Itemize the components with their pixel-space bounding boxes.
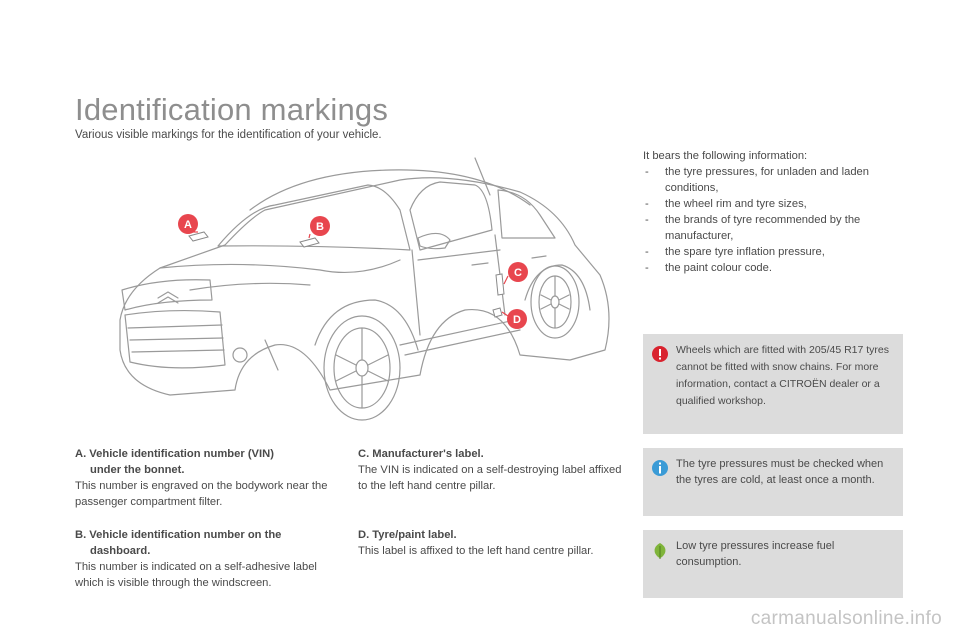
label-plate-b xyxy=(299,237,320,248)
marker-d: D xyxy=(507,309,527,329)
label-plate-a xyxy=(188,231,209,242)
page-title: Identification markings xyxy=(75,92,389,127)
watermark: carmanualsonline.info xyxy=(750,608,942,629)
info-intro: It bears the following information: xyxy=(643,150,808,162)
car-illustration: A B C D xyxy=(100,150,620,440)
eco-note: Low tyre pressures increase fuel consump… xyxy=(643,530,903,598)
info-text: The tyre pressures must be checked when … xyxy=(676,458,884,486)
svg-text:A: A xyxy=(184,219,192,231)
warning-icon xyxy=(652,346,668,362)
section-b-body: This number is indicated on a self-adhes… xyxy=(75,561,317,589)
label-plate-c xyxy=(495,273,505,296)
warning-note: Wheels which are fitted with 205/45 R17 … xyxy=(643,334,903,434)
section-a-heading: A. Vehicle identification number (VIN) u… xyxy=(75,448,274,476)
list-item: the wheel rim and tyre sizes, xyxy=(643,196,905,212)
marker-c: C xyxy=(508,262,528,282)
list-item: the paint colour code. xyxy=(643,260,905,276)
info-list: the tyre pressures, for unladen and lade… xyxy=(643,164,905,276)
info-icon xyxy=(652,460,668,476)
marker-b: B xyxy=(310,216,330,236)
section-a: A. Vehicle identification number (VIN) u… xyxy=(75,446,340,510)
section-d-body: This label is affixed to the left hand c… xyxy=(358,545,594,557)
label-plate-d xyxy=(492,307,503,318)
section-c: C. Manufacturer's label. The VIN is indi… xyxy=(358,446,623,494)
svg-text:D: D xyxy=(513,314,521,326)
eco-leaf-icon xyxy=(652,542,668,559)
tyre-label-info: It bears the following information: the … xyxy=(643,148,905,276)
car-drawing: A B C D xyxy=(119,157,610,421)
svg-text:B: B xyxy=(316,221,324,233)
eco-text: Low tyre pressures increase fuel consump… xyxy=(676,540,835,568)
section-d-heading: D. Tyre/paint label. xyxy=(358,529,457,541)
section-b-heading: B. Vehicle identification number on the … xyxy=(75,529,282,557)
page-subtitle: Various visible markings for the identif… xyxy=(75,129,382,141)
section-b: B. Vehicle identification number on the … xyxy=(75,527,340,591)
list-item: the spare tyre inflation pressure, xyxy=(643,244,905,260)
section-c-body: The VIN is indicated on a self-destroyin… xyxy=(358,464,622,492)
section-d: D. Tyre/paint label. This label is affix… xyxy=(358,527,623,559)
info-note: The tyre pressures must be checked when … xyxy=(643,448,903,516)
svg-text:C: C xyxy=(514,267,522,279)
warning-text: Wheels which are fitted with 205/45 R17 … xyxy=(676,344,890,407)
section-c-heading: C. Manufacturer's label. xyxy=(358,448,484,460)
section-a-body: This number is engraved on the bodywork … xyxy=(75,480,328,508)
list-item: the brands of tyre recommended by the ma… xyxy=(643,212,905,244)
list-item: the tyre pressures, for unladen and lade… xyxy=(643,164,905,196)
marker-a: A xyxy=(178,214,198,234)
